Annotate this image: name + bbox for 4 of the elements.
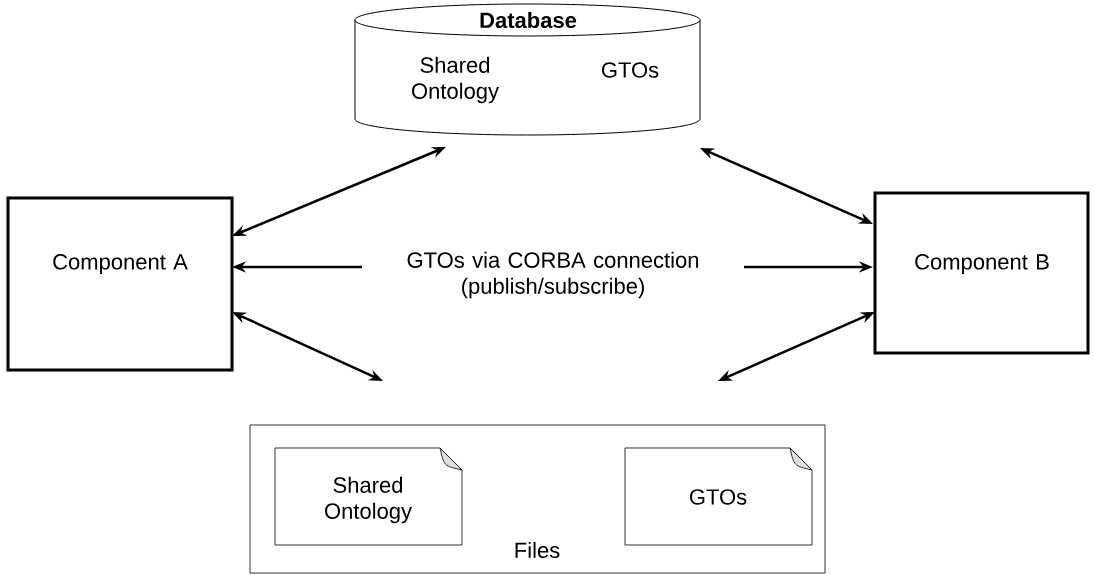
component-box: Component A: [6, 196, 234, 372]
database-cylinder: Database Shared Ontology GTOs: [354, 3, 701, 136]
edge-label: GTOs via CORBA connection (publish/subscribe): [362, 250, 744, 300]
component-box: Component B: [873, 191, 1090, 355]
